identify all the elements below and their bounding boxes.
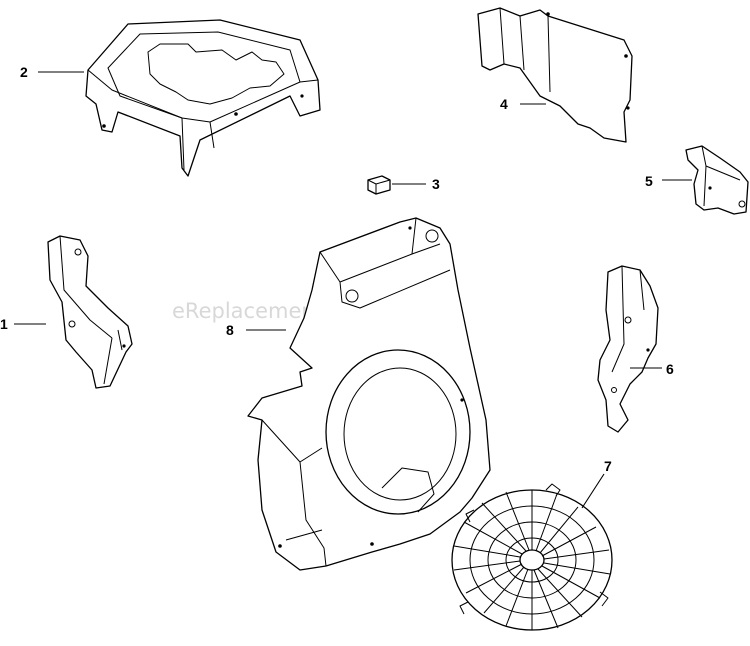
leader-line-7 xyxy=(581,473,605,509)
part-1-left-baffle xyxy=(47,235,133,389)
part-4-side-plate xyxy=(477,7,633,143)
callout-8: 8 xyxy=(226,322,234,338)
part-2-top-shroud xyxy=(85,19,321,177)
part-6-right-baffle xyxy=(597,265,659,433)
part-7-fan-screen xyxy=(451,483,613,631)
callout-6: 6 xyxy=(666,361,674,377)
callout-4: 4 xyxy=(500,96,508,112)
part-8-blower-housing xyxy=(247,217,491,571)
callout-3: 3 xyxy=(432,176,440,192)
part-5-bracket xyxy=(685,145,749,215)
callout-1: 1 xyxy=(0,316,8,332)
callout-2: 2 xyxy=(20,64,28,80)
callout-7: 7 xyxy=(604,458,612,474)
part-3-clip xyxy=(367,175,391,195)
callout-5: 5 xyxy=(645,173,653,189)
